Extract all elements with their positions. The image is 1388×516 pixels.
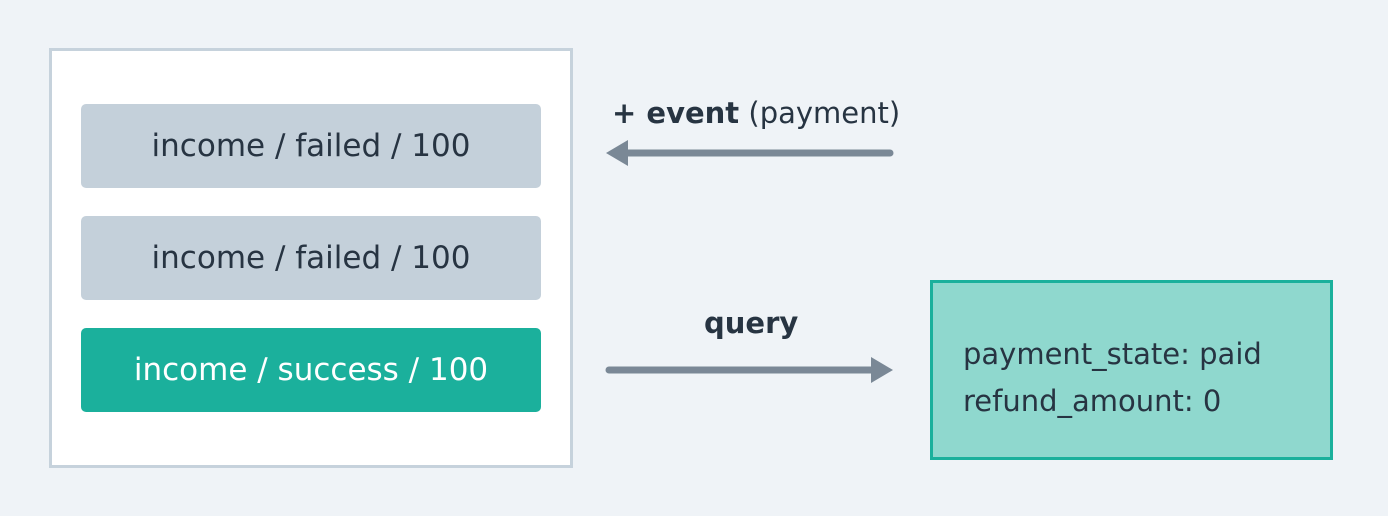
refund-amount-line: refund_amount: 0 [963,384,1222,418]
query-arrow [605,357,893,383]
incoming-event-arrow [606,140,894,166]
event-item-failed: income / failed / 100 [81,104,541,188]
event-item-success: income / success / 100 [81,328,541,412]
query-label: query [704,306,799,340]
event-item-label: income / failed / 100 [151,128,471,164]
payment-state-line: payment_state: paid [963,337,1262,371]
incoming-event-suffix: (payment) [739,96,901,130]
incoming-event-prefix: + event [612,96,740,130]
event-item-label: income / success / 100 [133,352,489,388]
event-item-label: income / failed / 100 [151,240,471,276]
event-item-failed: income / failed / 100 [81,216,541,300]
projected-state-box: payment_state: paid refund_amount: 0 [930,280,1333,460]
event-log-panel: income / failed / 100 income / failed / … [49,48,573,468]
incoming-event-label: + event (payment) [612,96,900,130]
